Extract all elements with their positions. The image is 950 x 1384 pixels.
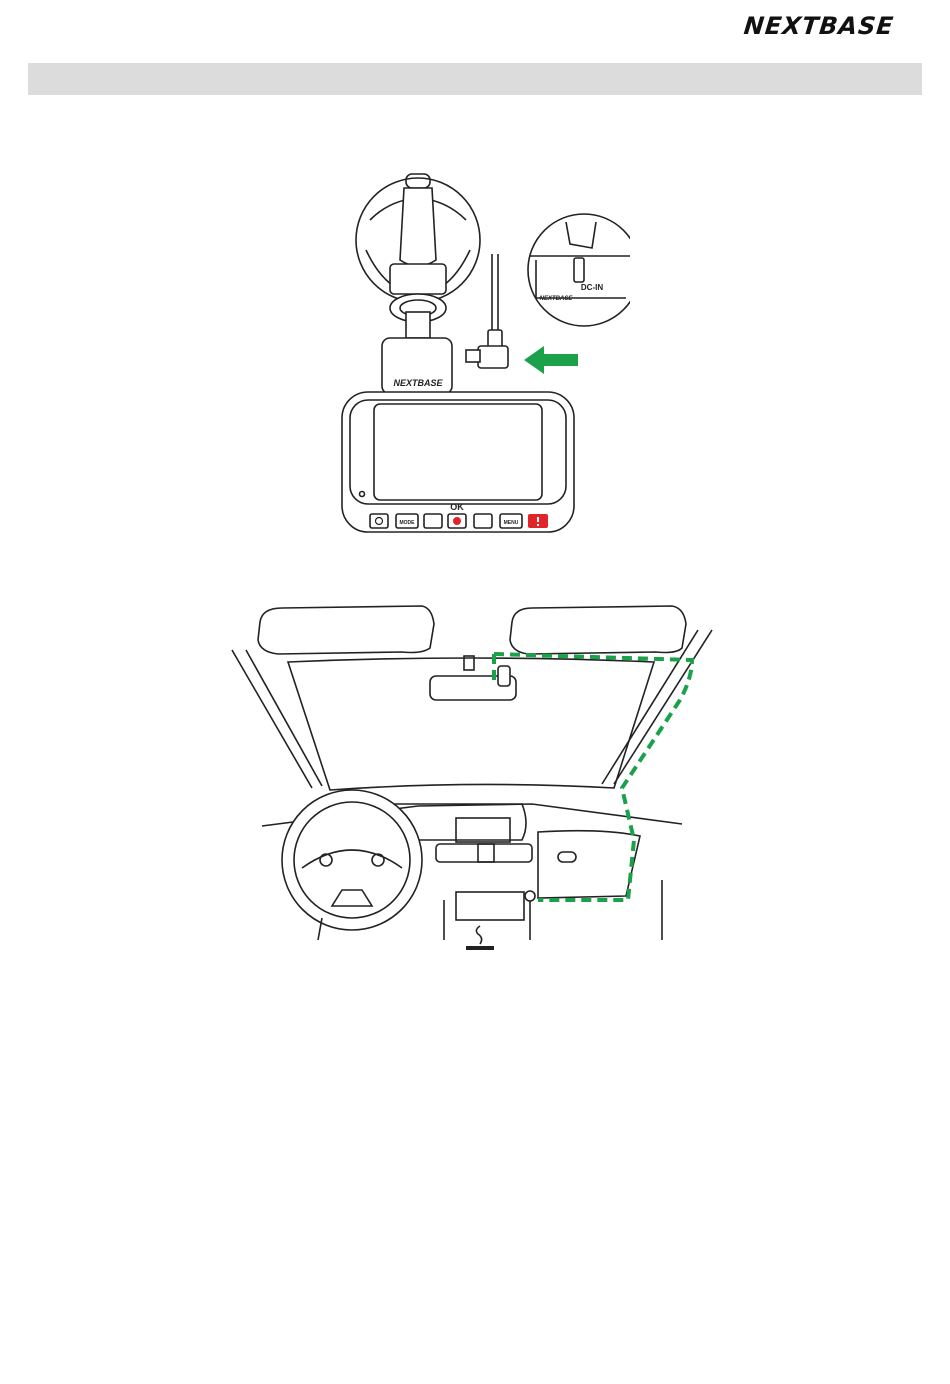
inset-brand-text: NEXTBASE <box>540 296 574 302</box>
section-header-bar <box>28 63 922 95</box>
car-interior-illustration <box>222 600 722 960</box>
dc-in-inset <box>528 214 630 326</box>
nextbase-logo: NEXTBASE <box>742 8 926 44</box>
ok-label: OK <box>450 502 464 512</box>
insert-arrow-icon <box>524 346 578 374</box>
cigarette-lighter-icon <box>466 926 494 950</box>
menu-button-label: MENU <box>504 520 519 526</box>
cable-route-line <box>494 654 692 900</box>
mode-button-label: MODE <box>400 520 416 526</box>
camera-brand-text: NEXTBASE <box>393 378 443 388</box>
dashcam-illustration: NEXTBASE OK MODE MENU DC-IN NEXTBASE <box>330 160 630 540</box>
dc-in-label: DC-IN <box>581 283 603 292</box>
